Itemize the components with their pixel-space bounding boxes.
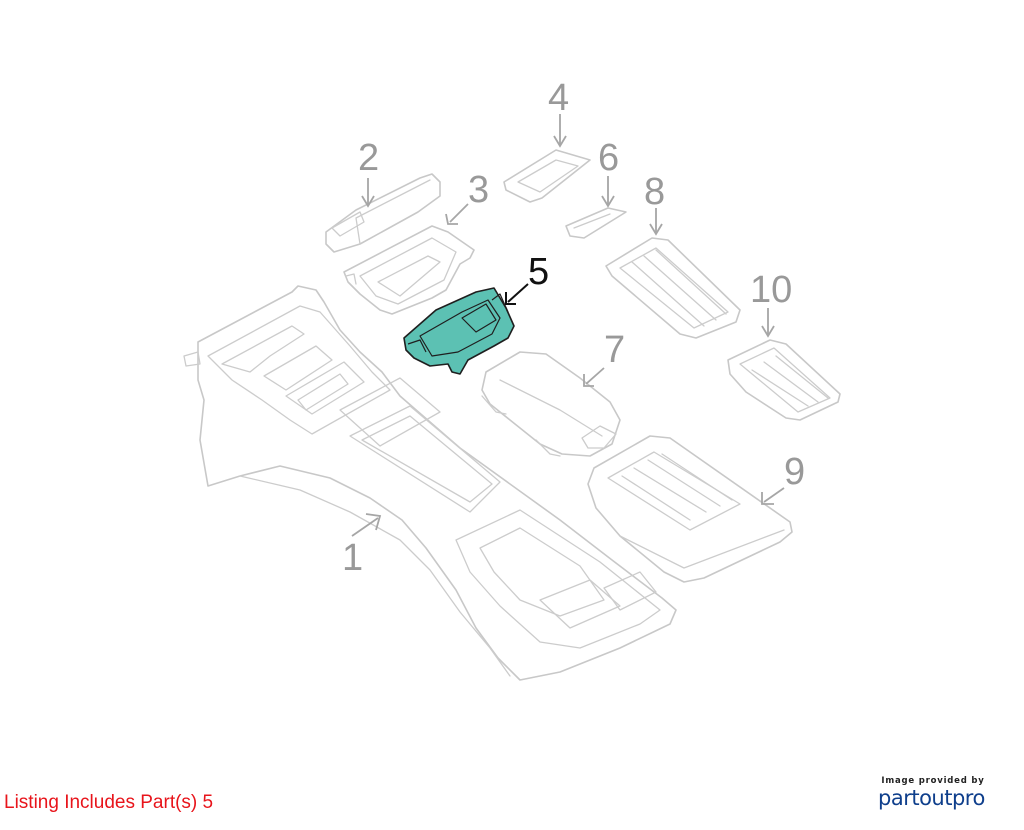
callout-6: 6 [598,137,619,179]
arrow-5 [507,283,529,303]
arrow-1 [351,517,379,537]
callout-9: 9 [784,451,805,493]
part-8-ribbed-mat [605,237,741,339]
part-4-mat [503,149,591,203]
part-6-insert-pad [565,207,627,239]
callout-5: 5 [528,251,549,293]
part-2-trim-piece [325,173,441,253]
part-10-ribbed-mat [727,339,841,421]
callout-2: 2 [358,137,379,179]
arrowhead-4 [553,135,567,148]
arrowhead-3 [445,213,458,225]
brand-block: Image provided by partoutpro [878,776,988,810]
arrowhead-2 [361,195,375,208]
callout-labels: 1 2 3 4 5 6 7 8 9 10 [342,77,805,579]
part-9-tray [587,435,793,583]
callout-8: 8 [644,171,665,213]
arrow-3 [449,203,469,223]
part-5-cup-holder-insert [403,287,515,375]
callout-4: 4 [548,77,569,119]
arrowhead-10 [761,325,775,338]
callout-1: 1 [342,537,363,579]
arrowhead-9 [761,492,774,505]
part-1-center-console [183,285,677,681]
arrowhead-8 [649,223,663,236]
listing-note: Listing Includes Part(s) 5 [4,792,214,813]
arrow-9 [763,487,785,503]
brand-provided-by: Image provided by [881,776,985,786]
arrowhead-7 [583,374,594,387]
arrow-7 [585,367,605,385]
arrowhead-5 [505,292,516,305]
callout-7: 7 [604,329,625,371]
leader-arrows [351,114,785,537]
brand-logo: partoutpro [878,786,985,810]
arrowhead-1 [365,513,382,531]
part-3-storage-tray [343,225,475,315]
callout-3: 3 [468,169,489,211]
arrowhead-6 [601,195,615,208]
part-7-armrest-lid [481,351,621,457]
callout-10: 10 [750,269,792,311]
